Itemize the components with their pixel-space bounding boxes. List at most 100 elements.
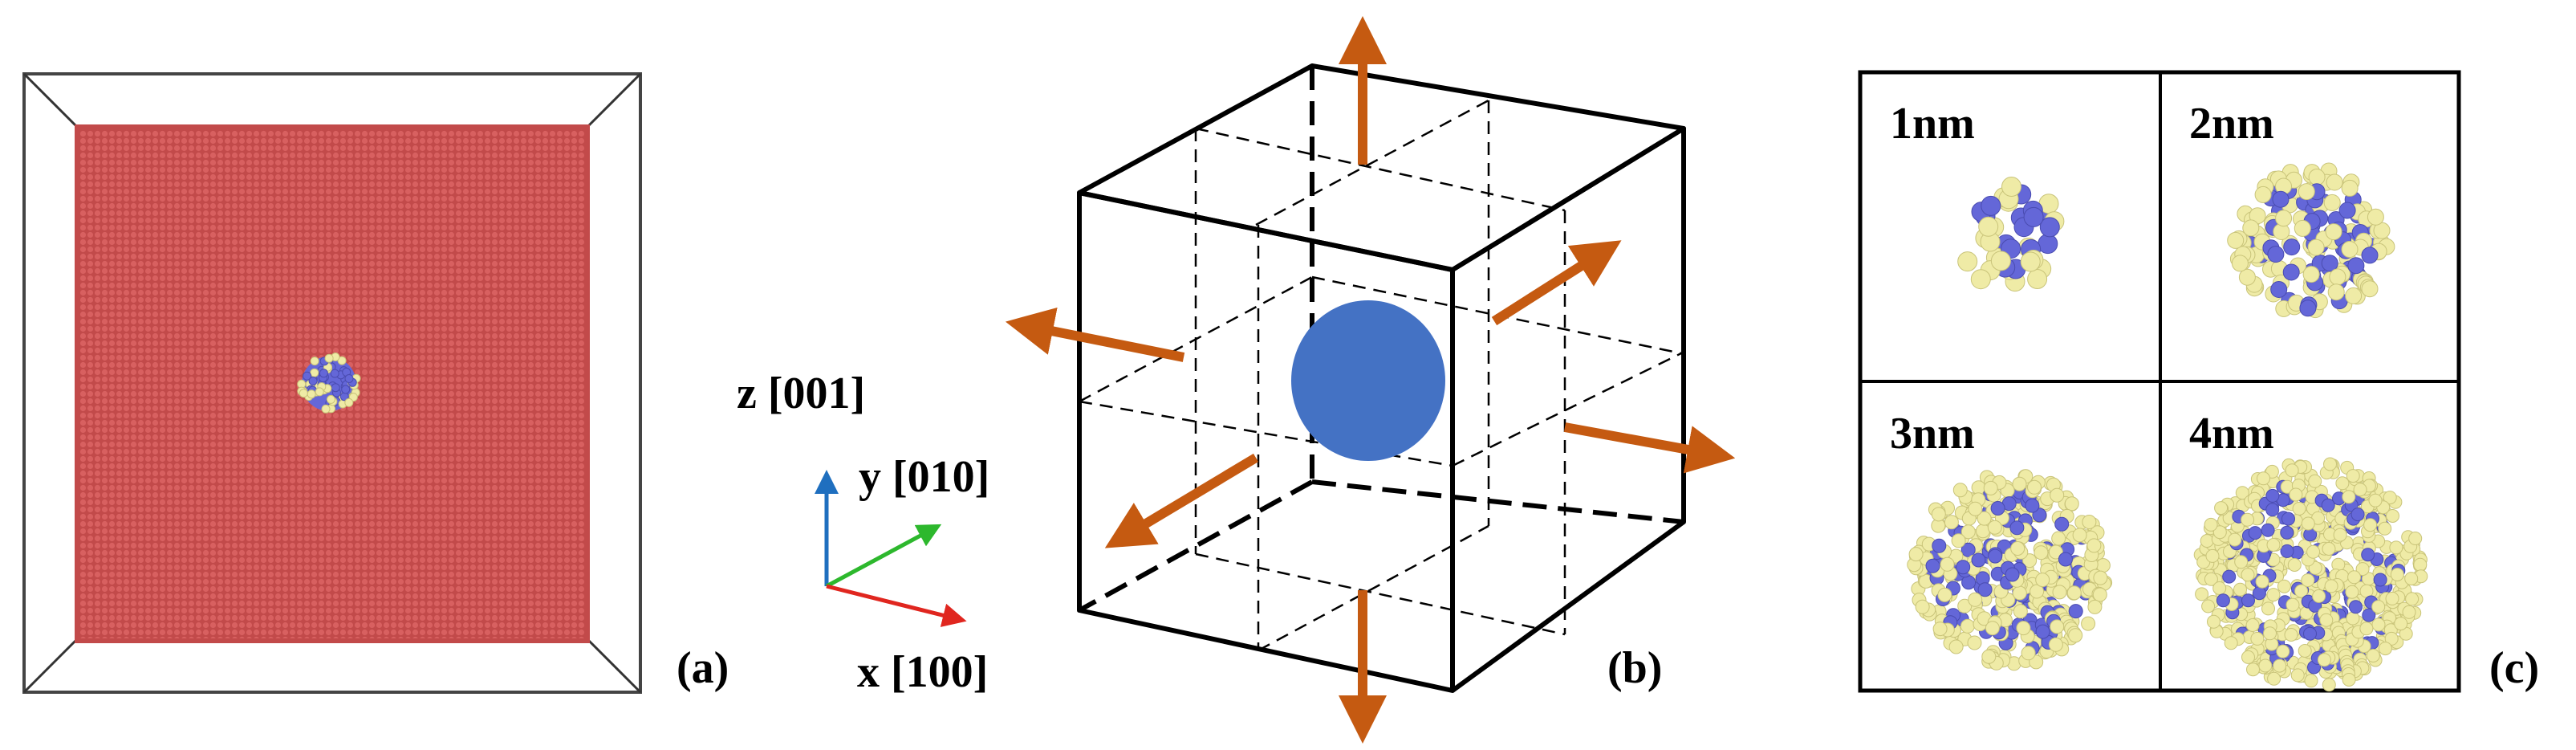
atom <box>1960 524 1976 540</box>
atom <box>2257 471 2270 486</box>
atom <box>2058 552 2073 567</box>
spherical-particle <box>1291 300 1445 461</box>
atom <box>1944 515 1959 530</box>
arrow-right <box>1563 422 1736 474</box>
atom <box>2248 526 2262 540</box>
atom <box>2205 548 2220 563</box>
atom <box>1977 582 1993 597</box>
atom <box>2319 613 2334 627</box>
atom <box>2050 487 2065 503</box>
atom <box>2246 662 2260 677</box>
atom <box>2030 584 2045 599</box>
atom <box>2312 589 2326 603</box>
atom <box>2266 538 2281 552</box>
atom <box>2338 202 2356 219</box>
atom <box>303 371 312 381</box>
cluster-4nm <box>2193 457 2428 692</box>
atom <box>2023 206 2044 227</box>
atom <box>2342 673 2356 687</box>
atom <box>2317 653 2331 667</box>
atom <box>2390 568 2404 581</box>
atom <box>2231 255 2249 272</box>
atom <box>2227 231 2245 249</box>
atom <box>2245 618 2260 632</box>
atom <box>2051 531 2066 546</box>
atom <box>2385 591 2399 605</box>
atom <box>2405 592 2420 606</box>
atom <box>1981 649 1997 664</box>
atom <box>1956 560 1971 575</box>
arrow-back <box>1491 240 1622 326</box>
atom <box>2204 572 2218 586</box>
atom <box>2087 599 2103 614</box>
x-axis-label: x [100] <box>857 647 988 697</box>
atom <box>2263 626 2277 641</box>
atom <box>2325 223 2342 241</box>
atom <box>2285 597 2300 612</box>
atom <box>308 377 318 385</box>
atom <box>1931 507 1946 522</box>
atom <box>2228 532 2242 547</box>
atom <box>2308 474 2322 488</box>
atom <box>2068 628 2083 643</box>
atom <box>2270 281 2288 298</box>
atom <box>2093 570 2108 585</box>
atom <box>2016 621 2031 636</box>
atom <box>330 369 339 378</box>
atom <box>2273 658 2287 673</box>
atom <box>2038 234 2058 255</box>
atom <box>2307 238 2325 256</box>
atom <box>2347 570 2362 585</box>
atom <box>1971 552 1986 568</box>
atom <box>2238 268 2256 286</box>
panel-c-label: (c) <box>2489 643 2539 693</box>
atom <box>2349 600 2363 614</box>
atom <box>1951 533 1966 548</box>
atom <box>310 357 319 366</box>
atom <box>2383 491 2397 505</box>
panel-a: (a) <box>22 72 729 694</box>
atom <box>2345 585 2359 599</box>
atom <box>2255 574 2269 589</box>
atom <box>2005 567 2020 582</box>
atom <box>2322 542 2336 556</box>
atom <box>344 397 354 407</box>
atom <box>2068 604 2083 619</box>
atom <box>2321 255 2338 272</box>
atom <box>2355 562 2370 577</box>
atom <box>344 374 354 383</box>
atom <box>2234 555 2249 569</box>
atom <box>2265 488 2280 503</box>
atom <box>324 353 334 363</box>
atom <box>2039 217 2060 238</box>
atom <box>1981 195 2001 216</box>
atom <box>1952 483 1968 498</box>
atom <box>2361 548 2375 562</box>
cell-4-label: 4nm <box>2189 409 2274 459</box>
atom <box>2027 269 2048 289</box>
atom <box>2342 490 2356 504</box>
atom <box>2294 219 2311 237</box>
atom <box>2302 266 2320 283</box>
atom <box>2287 558 2302 572</box>
atom <box>1987 520 2002 535</box>
atom <box>2408 532 2423 545</box>
atom <box>299 389 308 398</box>
atom <box>2212 525 2227 540</box>
atom <box>2207 614 2220 629</box>
atom <box>1968 592 1983 607</box>
atom <box>2282 263 2300 281</box>
atom <box>2361 247 2379 264</box>
atom <box>2081 616 2096 631</box>
atom <box>2308 169 2326 185</box>
arrow-front <box>1104 453 1259 548</box>
atom <box>2092 587 2107 602</box>
cube-hidden-edges <box>1078 66 1684 613</box>
atom <box>2378 642 2392 656</box>
atom <box>2359 622 2374 636</box>
atom <box>2277 579 2291 593</box>
atom <box>2009 520 2025 536</box>
atom <box>2362 608 2376 622</box>
atom <box>2241 593 2255 608</box>
atom <box>2335 476 2350 491</box>
